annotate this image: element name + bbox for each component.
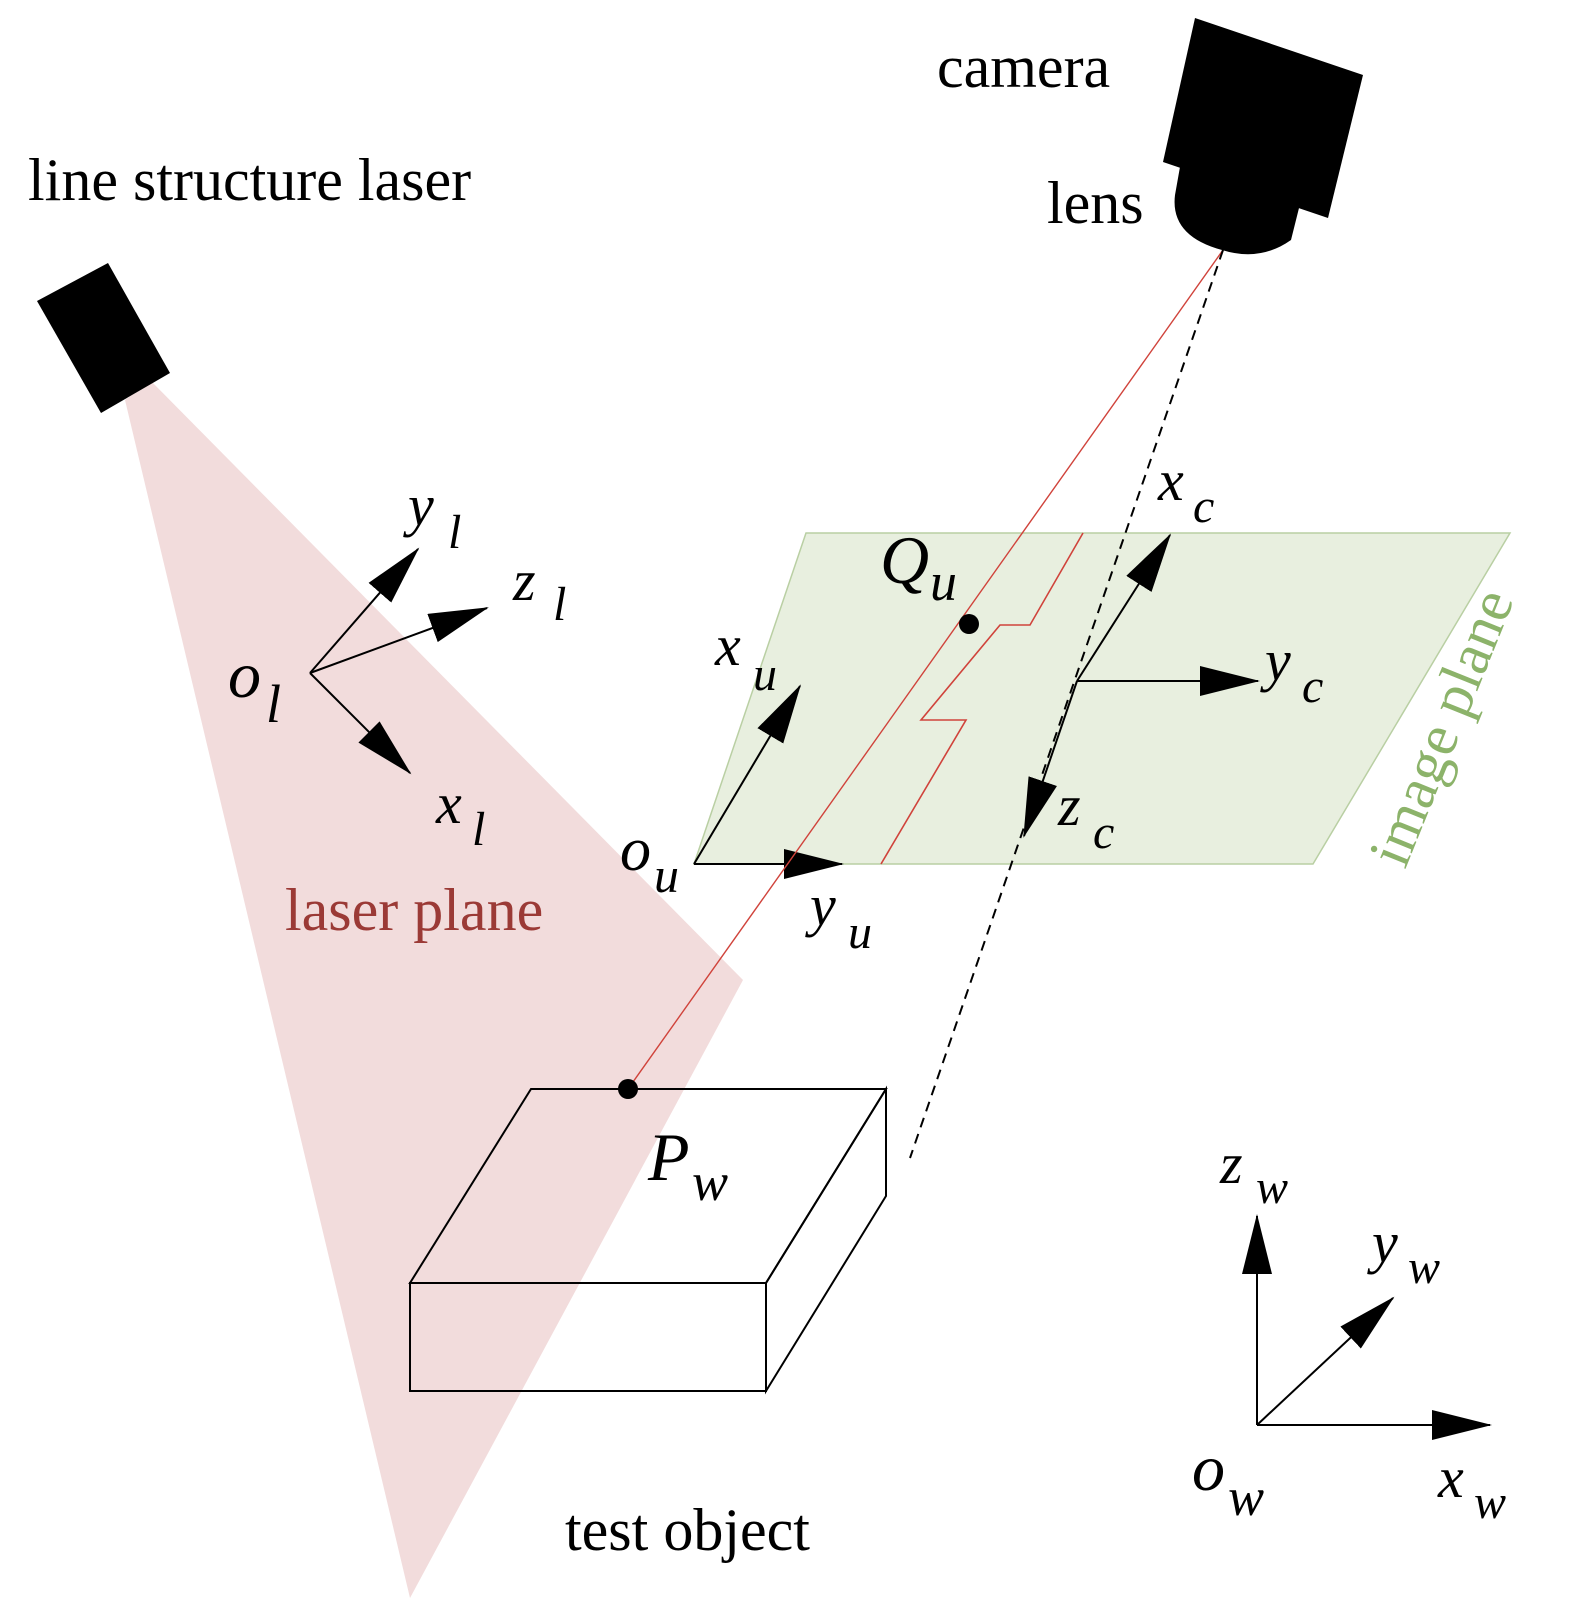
camera-label: camera (937, 34, 1110, 100)
yl-axis (309, 547, 420, 674)
zl-axis (309, 607, 489, 674)
yw-subscript: w (1408, 1241, 1440, 1294)
yl-label: y (403, 473, 434, 538)
point-pw (618, 1079, 638, 1099)
camera-optical-axis (909, 249, 1224, 1159)
yw-label: y (1367, 1210, 1398, 1275)
xl-axis (309, 672, 412, 775)
zw-subscript: w (1256, 1161, 1288, 1214)
lens-label: lens (1047, 170, 1144, 236)
ou-subscript: u (654, 847, 679, 903)
zc-label: z (1057, 773, 1081, 838)
laser-projection-ray (627, 249, 1224, 1090)
qu-label: Q (880, 522, 929, 598)
yc-subscript: c (1302, 660, 1323, 713)
camera-icon (1163, 18, 1363, 255)
ow-label: o (1192, 1432, 1225, 1505)
zc-subscript: c (1093, 806, 1114, 859)
xc-subscript: c (1193, 480, 1214, 533)
yu-subscript: u (848, 906, 872, 959)
zl-label: z (512, 548, 536, 613)
laser-plane-region (125, 380, 743, 1598)
yu-label: y (805, 873, 836, 938)
yc-label: y (1260, 628, 1291, 693)
zw-label: z (1219, 1131, 1243, 1196)
yw-axis (1256, 1296, 1395, 1426)
pw-subscript: w (692, 1152, 728, 1212)
image-plane-region (692, 532, 1512, 865)
point-qu (959, 614, 979, 634)
ol-subscript: l (266, 674, 281, 734)
xu-label: x (714, 613, 741, 678)
xu-axis (693, 684, 802, 865)
test-object-label: test object (565, 1497, 810, 1563)
xc-label: x (1157, 448, 1184, 513)
xw-label: x (1437, 1445, 1464, 1510)
xw-subscript: w (1474, 1476, 1506, 1529)
qu-subscript: u (930, 552, 957, 612)
xc-axis (1076, 533, 1172, 682)
ou-label: o (620, 816, 651, 884)
xl-subscript: l (472, 803, 485, 856)
laser-device-label: line structure laser (28, 147, 471, 213)
test-object-box (408, 1085, 888, 1395)
zl-subscript: l (553, 578, 566, 631)
laser-device-icon (37, 263, 170, 413)
laser-stripe-image (880, 532, 1084, 865)
xl-label: x (435, 771, 462, 836)
yl-subscript: l (448, 506, 461, 559)
pw-label: P (647, 1119, 690, 1195)
ow-subscript: w (1228, 1467, 1264, 1527)
laser-plane-label: laser plane (285, 877, 543, 943)
xu-subscript: u (753, 648, 777, 701)
zc-axis (1023, 680, 1078, 838)
ol-label: o (228, 639, 261, 712)
